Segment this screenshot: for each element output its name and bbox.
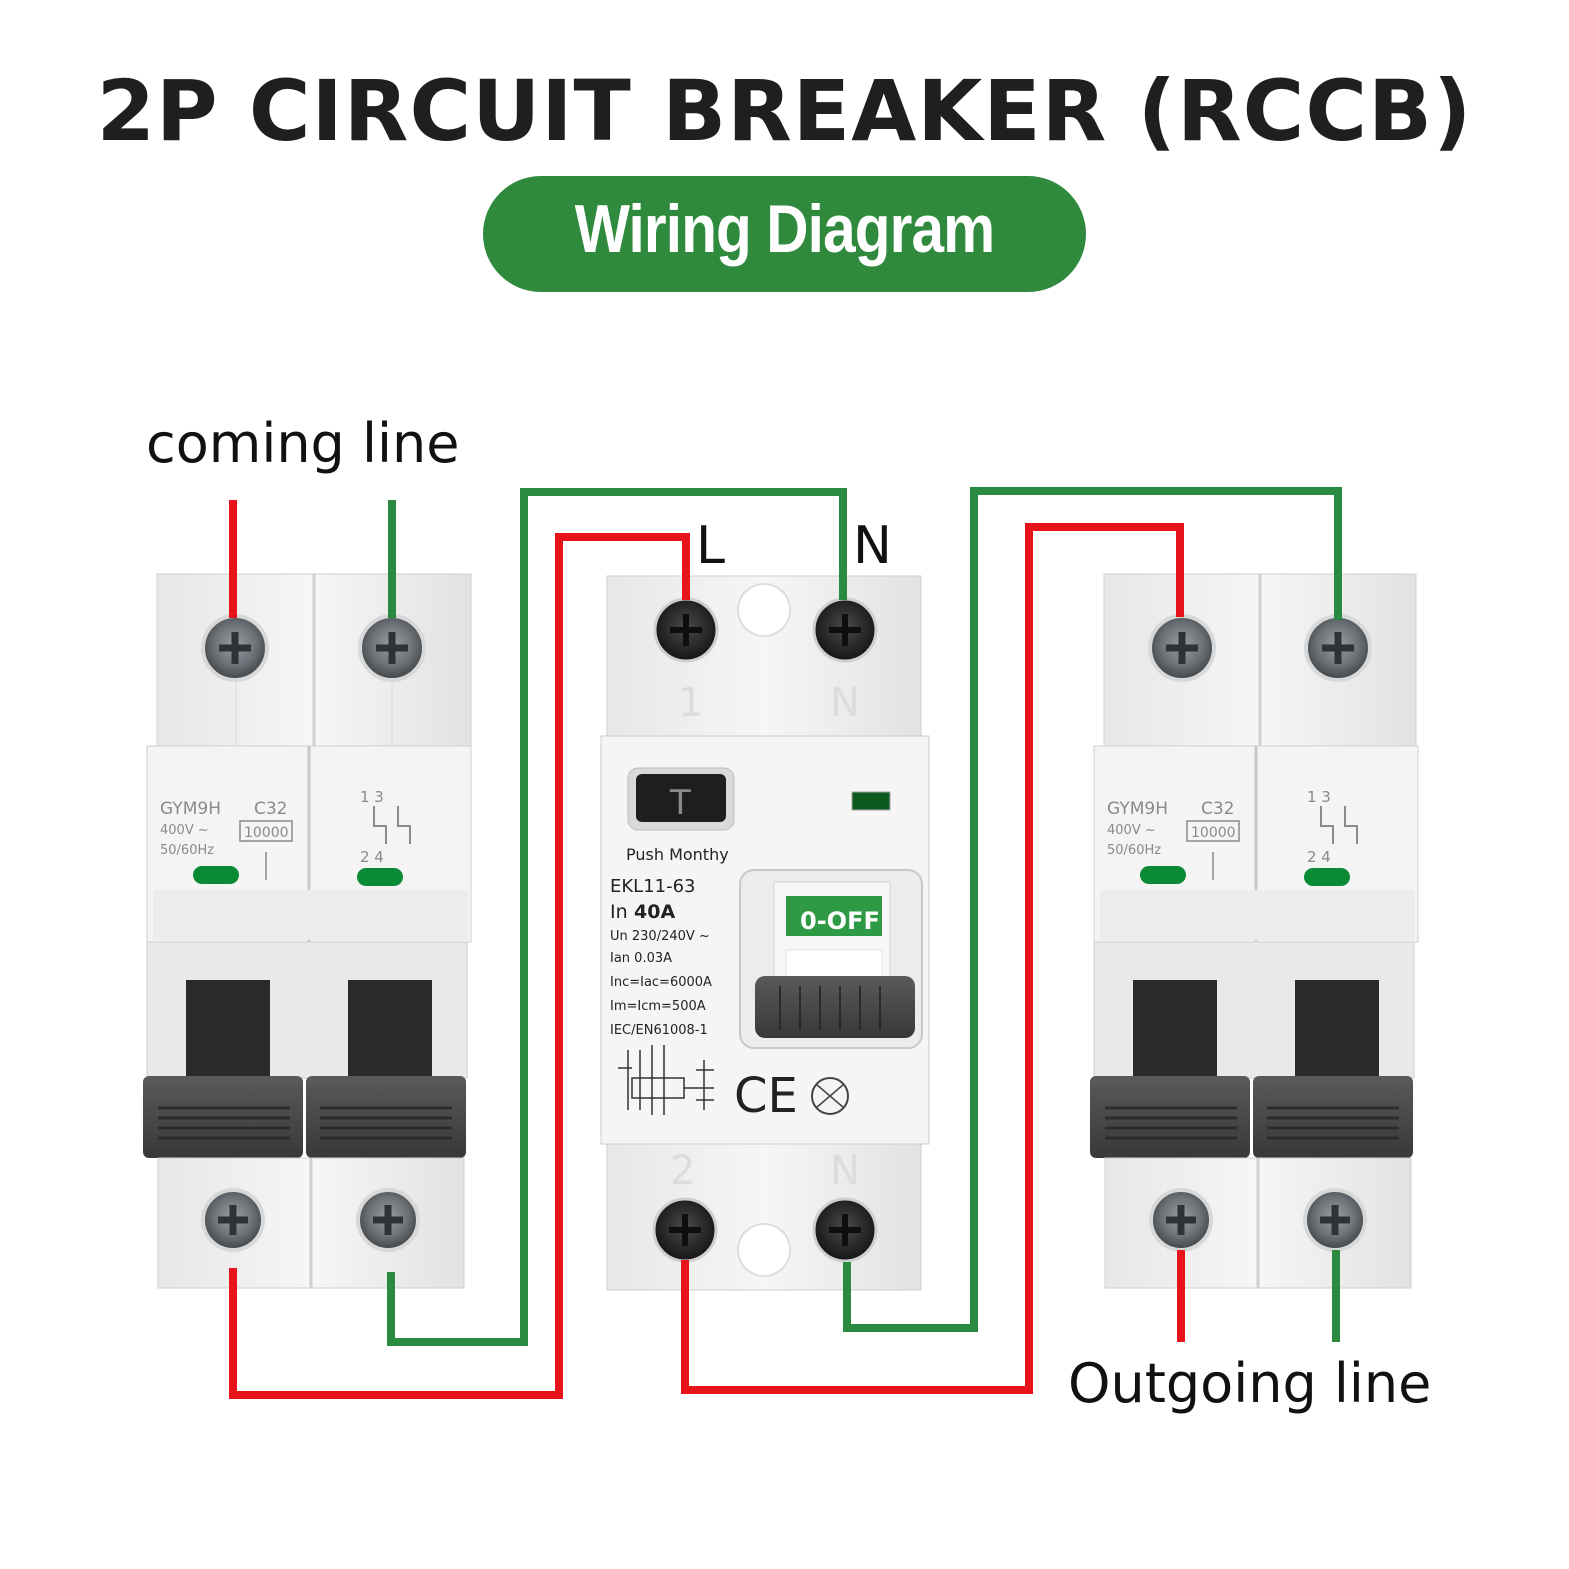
screw-icon xyxy=(812,1197,878,1263)
rccb-spec-im: Im=Icm=500A xyxy=(610,999,706,1014)
rccb-model: EKL11-63 xyxy=(610,876,696,897)
certification-icon xyxy=(811,1077,849,1115)
rccb-rating-value: 40A xyxy=(634,901,675,923)
rccb-spec-un: Un 230/240V ~ xyxy=(610,929,710,944)
pin-label-l: L xyxy=(696,516,725,576)
mcb-frequency: 50/60Hz xyxy=(160,843,214,858)
mcb-breaking: 10000 xyxy=(244,825,289,841)
screw-icon xyxy=(1304,614,1372,682)
screw-icon xyxy=(1149,1188,1213,1252)
circuit-schematic-icon xyxy=(618,1045,714,1115)
screw-icon xyxy=(201,1188,265,1252)
screw-icon xyxy=(1303,1188,1367,1252)
rccb-terminal-bottom-left: 2 xyxy=(670,1148,695,1194)
ce-mark: CE xyxy=(734,1068,798,1124)
rccb-spec-ian: Ian 0.03A xyxy=(610,951,672,966)
screw-icon xyxy=(812,597,878,663)
screw-icon xyxy=(652,1197,718,1263)
live-wire-mcb-to-rccb xyxy=(229,533,690,1399)
rccb-terminal-top-left: 1 xyxy=(678,680,703,726)
mcb-terminals-bottom: 2 4 xyxy=(1307,848,1331,866)
screw-icon xyxy=(653,597,719,663)
screw-icon xyxy=(356,1188,420,1252)
mcb-terminals-bottom: 2 4 xyxy=(360,848,384,866)
neutral-wire-mcb-to-rccb xyxy=(387,488,847,1346)
screw-icon xyxy=(358,614,426,682)
rccb-rating-prefix: In xyxy=(610,901,628,923)
mcb-terminals-top: 1 3 xyxy=(360,788,384,806)
test-caption: Push Monthy xyxy=(626,845,729,864)
subtitle: Wiring Diagram xyxy=(574,191,995,267)
pin-label-n: N xyxy=(853,516,892,576)
coming-line-label: coming line xyxy=(146,412,460,475)
mcb-terminals-top: 1 3 xyxy=(1307,788,1331,806)
switch-state-label: 0-OFF xyxy=(800,907,880,935)
screw-icon xyxy=(1148,614,1216,682)
mcb-curve: C32 xyxy=(254,799,288,819)
mcb-voltage: 400V ~ xyxy=(1107,823,1156,838)
subtitle-pill: Wiring Diagram xyxy=(483,176,1086,292)
neutral-wire-rccb-to-mcb xyxy=(843,487,1342,1332)
mcb-frequency: 50/60Hz xyxy=(1107,843,1161,858)
mcb-breaking: 10000 xyxy=(1191,825,1236,841)
live-wire-rccb-to-mcb xyxy=(681,523,1184,1394)
wires xyxy=(229,487,1342,1399)
rccb-terminal-bottom-right: N xyxy=(830,1148,860,1194)
mcb-voltage: 400V ~ xyxy=(160,823,209,838)
rccb-terminal-top-right: N xyxy=(830,680,860,726)
mcb-model: GYM9H xyxy=(1107,799,1168,819)
toggle-switch[interactable]: 0-OFF xyxy=(739,869,923,1049)
screw-icon xyxy=(201,614,269,682)
rccb-spec-std: IEC/EN61008-1 xyxy=(610,1023,708,1038)
rccb-spec-inc: Inc=Iac=6000A xyxy=(610,975,712,990)
mcb-model: GYM9H xyxy=(160,799,221,819)
rccb: 1 N 2 N T Push Monthy EKL11-63 In 40A Un… xyxy=(600,575,930,1291)
outgoing-line-label: Outgoing line xyxy=(1068,1352,1432,1415)
test-button[interactable]: T xyxy=(627,767,735,831)
mcb-curve: C32 xyxy=(1201,799,1235,819)
page-title: 2P CIRCUIT BREAKER (RCCB) xyxy=(96,62,1473,160)
test-button-label: T xyxy=(669,783,691,823)
mcb-right: GYM9H C32 400V ~ 50/60Hz 10000 1 3 2 4 xyxy=(1090,573,1419,1289)
mcb-left: GYM9H C32 400V ~ 50/60Hz 10000 1 3 2 4 xyxy=(143,573,472,1289)
